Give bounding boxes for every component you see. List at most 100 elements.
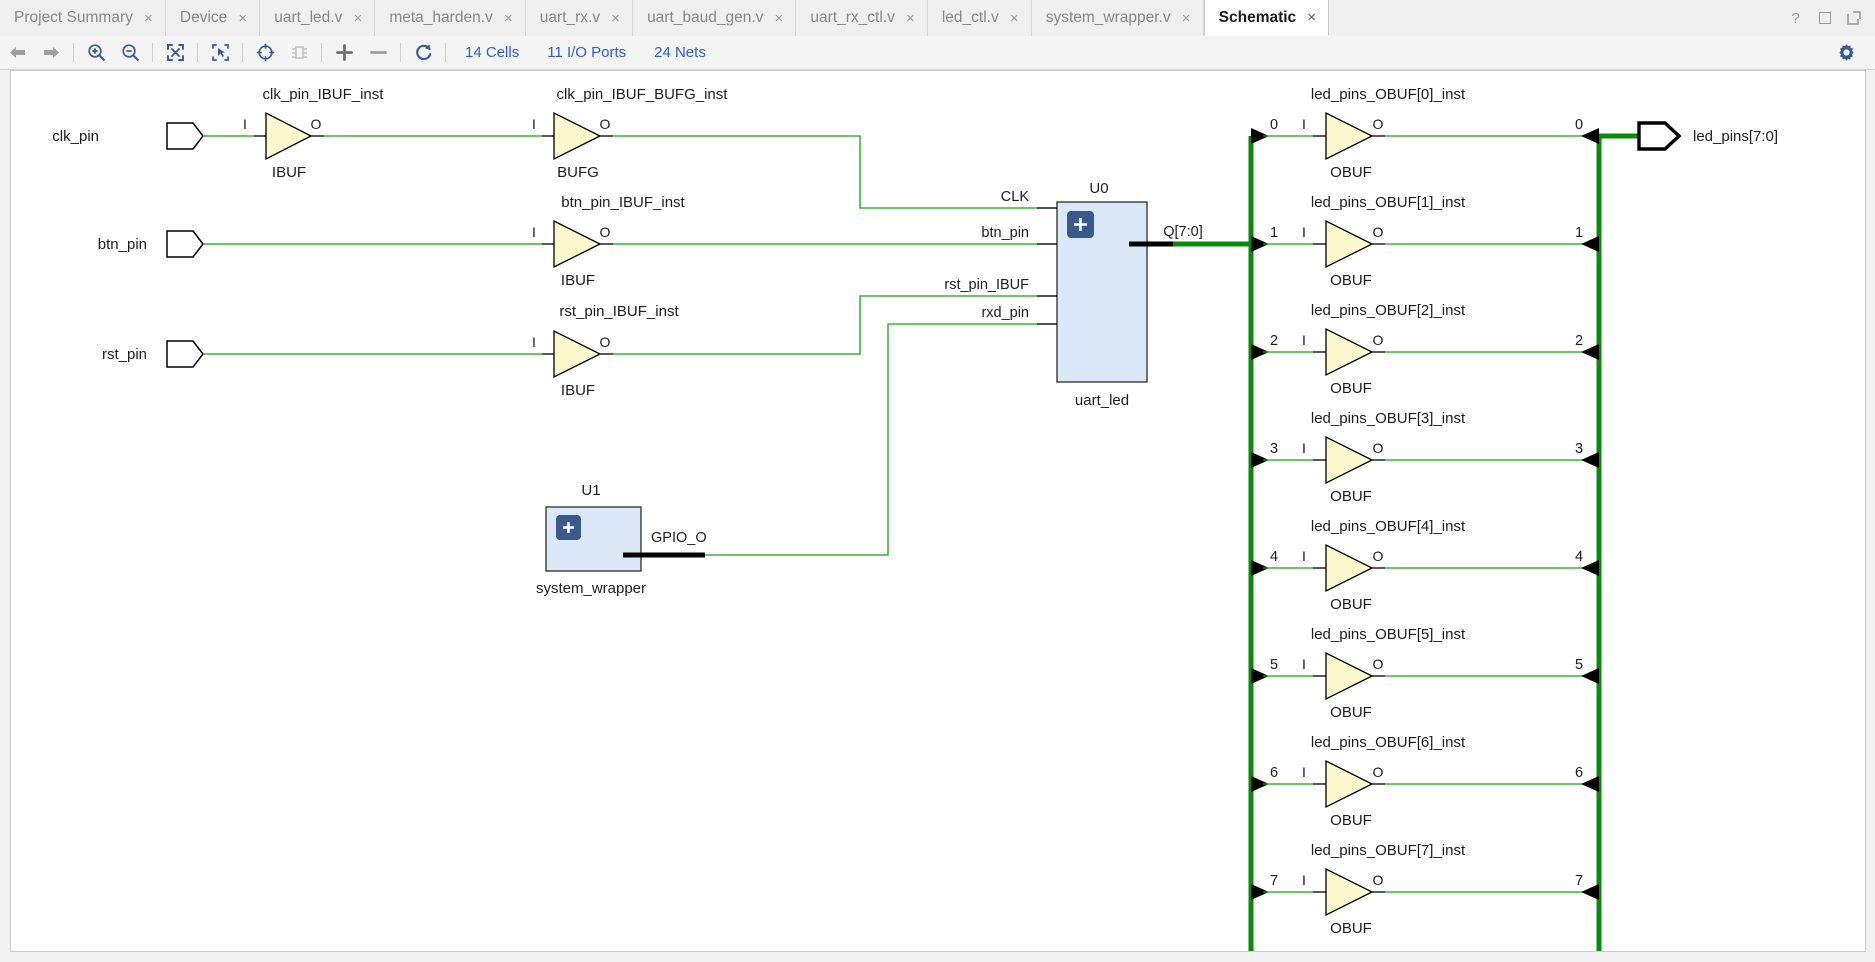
tab-schematic[interactable]: Schematic × bbox=[1203, 0, 1330, 36]
tab-label: Device bbox=[179, 9, 228, 27]
tab-led-ctl-v[interactable]: led_ctl.v × bbox=[927, 0, 1032, 36]
obuf-row-1[interactable]: led_pins_OBUF[1]_inst 1 I O 1 OBUF bbox=[1251, 194, 1599, 289]
auto-fit-icon[interactable] bbox=[250, 40, 280, 66]
maximize-icon[interactable] bbox=[1817, 11, 1832, 26]
bus-index-left: 2 bbox=[1270, 333, 1278, 349]
block-output-pin-q: Q[7:0] bbox=[1163, 224, 1203, 240]
buffer-clk-pin-ibuf-bufg[interactable]: clk_pin_IBUF_BUFG_inst I O BUFG bbox=[532, 86, 728, 181]
obuf-row-4[interactable]: led_pins_OBUF[4]_inst 4 I O 4 OBUF bbox=[1251, 518, 1599, 613]
block-name-label: uart_led bbox=[1075, 392, 1129, 409]
bus-index-left: 3 bbox=[1270, 441, 1278, 457]
obuf-row-2[interactable]: led_pins_OBUF[2]_inst 2 I O 2 OBUF bbox=[1251, 302, 1599, 397]
pin-label-o: O bbox=[1373, 764, 1384, 780]
tab-meta-harden-v[interactable]: meta_harden.v × bbox=[375, 0, 526, 36]
input-port-clk-pin[interactable]: clk_pin bbox=[52, 122, 204, 150]
buffer-clk-pin-ibuf[interactable]: clk_pin_IBUF_inst I O IBUF bbox=[243, 86, 384, 181]
tab-label: led_ctl.v bbox=[941, 9, 999, 27]
tab-uart-rx-v[interactable]: uart_rx.v × bbox=[525, 0, 634, 36]
close-icon[interactable]: × bbox=[238, 9, 248, 27]
pin-label-i: I bbox=[1302, 764, 1306, 780]
close-icon[interactable]: × bbox=[774, 9, 784, 27]
pin-label-i: I bbox=[1302, 224, 1306, 240]
add-cell-icon[interactable] bbox=[329, 40, 359, 66]
pin-label-i: I bbox=[1302, 872, 1306, 888]
block-output-pin-gpio-o: GPIO_O bbox=[651, 530, 707, 546]
expand-cell-icon bbox=[284, 40, 314, 66]
close-icon[interactable]: × bbox=[353, 9, 363, 27]
tab-project-summary[interactable]: Project Summary × bbox=[0, 0, 166, 36]
obuf-row-7[interactable]: led_pins_OBUF[7]_inst 7 I O 7 OBUF bbox=[1251, 842, 1599, 937]
tab-device[interactable]: Device × bbox=[165, 0, 261, 36]
block-name-label: system_wrapper bbox=[536, 580, 646, 597]
toolbar-separator bbox=[73, 43, 74, 62]
schematic-canvas[interactable]: clk_pin clk_pin_IBUF_inst I O IBUF clk_p… bbox=[10, 70, 1866, 952]
port-label: btn_pin bbox=[98, 236, 147, 253]
obuf-row-6[interactable]: led_pins_OBUF[6]_inst 6 I O 6 OBUF bbox=[1251, 734, 1599, 829]
gear-icon[interactable] bbox=[1831, 40, 1861, 66]
buffer-instance-label: rst_pin_IBUF_inst bbox=[559, 303, 679, 320]
buffer-btn-pin-ibuf[interactable]: btn_pin_IBUF_inst I O IBUF bbox=[532, 194, 685, 289]
input-port-rst-pin[interactable]: rst_pin bbox=[102, 340, 204, 368]
pin-label-o: O bbox=[600, 224, 611, 240]
close-icon[interactable]: × bbox=[1009, 9, 1019, 27]
tab-label: meta_harden.v bbox=[389, 9, 493, 27]
port-label: led_pins[7:0] bbox=[1693, 128, 1778, 145]
block-ref-label: U0 bbox=[1089, 180, 1108, 197]
bus-index-right: 3 bbox=[1575, 441, 1583, 457]
cells-count[interactable]: 14 Cells bbox=[465, 44, 520, 61]
bus-index-left: 5 bbox=[1270, 657, 1278, 673]
io-ports-count[interactable]: 11 I/O Ports bbox=[547, 44, 627, 61]
close-icon[interactable]: × bbox=[1307, 9, 1317, 26]
zoom-in-icon[interactable] bbox=[81, 40, 111, 66]
buffer-rst-pin-ibuf[interactable]: rst_pin_IBUF_inst I O IBUF bbox=[532, 303, 679, 399]
close-icon[interactable]: × bbox=[905, 9, 915, 27]
obuf-type-label: OBUF bbox=[1330, 704, 1372, 721]
pin-label-i: I bbox=[532, 224, 536, 240]
toolbar-separator bbox=[152, 43, 153, 62]
tab-label: system_wrapper.v bbox=[1045, 9, 1171, 27]
obuf-instance-label: led_pins_OBUF[2]_inst bbox=[1311, 302, 1466, 319]
pin-label-i: I bbox=[243, 116, 247, 132]
port-label: rst_pin bbox=[102, 346, 147, 363]
tab-uart-led-v[interactable]: uart_led.v × bbox=[260, 0, 376, 36]
toolbar-separator bbox=[321, 43, 322, 62]
status-bar bbox=[0, 952, 1875, 962]
zoom-area-icon[interactable] bbox=[205, 40, 235, 66]
float-icon[interactable] bbox=[1846, 11, 1861, 26]
buffer-type-label: IBUF bbox=[561, 382, 595, 399]
tab-uart-rx-ctl-v[interactable]: uart_rx_ctl.v × bbox=[796, 0, 928, 36]
buffer-type-label: IBUF bbox=[272, 164, 306, 181]
toolbar-separator bbox=[400, 43, 401, 62]
nets-count[interactable]: 24 Nets bbox=[654, 44, 706, 61]
input-port-btn-pin[interactable]: btn_pin bbox=[98, 230, 204, 258]
close-icon[interactable]: × bbox=[503, 9, 513, 27]
obuf-row-5[interactable]: led_pins_OBUF[5]_inst 5 I O 5 OBUF bbox=[1251, 626, 1599, 721]
block-input-pin-clk: CLK bbox=[1001, 189, 1030, 205]
close-icon[interactable]: × bbox=[611, 9, 620, 27]
close-icon[interactable]: × bbox=[1181, 9, 1191, 27]
zoom-fit-icon[interactable] bbox=[160, 40, 190, 66]
tab-uart-baud-gen-v[interactable]: uart_baud_gen.v × bbox=[633, 0, 797, 36]
obuf-row-0[interactable]: led_pins_OBUF[0]_inst 0 I O 0 OBUF bbox=[1251, 86, 1599, 181]
block-input-pin-rxd-pin: rxd_pin bbox=[981, 305, 1029, 321]
obuf-instance-label: led_pins_OBUF[5]_inst bbox=[1311, 626, 1466, 643]
remove-cell-icon[interactable] bbox=[363, 40, 393, 66]
block-u0-uart-led[interactable]: U0 uart_led CLK btn_pin rst_pin_IBUF rxd… bbox=[944, 180, 1202, 409]
pin-label-i: I bbox=[1302, 440, 1306, 456]
tab-label: uart_rx.v bbox=[539, 9, 601, 27]
back-arrow-icon[interactable] bbox=[2, 40, 32, 66]
port-label: clk_pin bbox=[52, 128, 99, 145]
editor-tab-bar: Project Summary × Device × uart_led.v × … bbox=[0, 0, 1875, 37]
zoom-out-icon[interactable] bbox=[115, 40, 145, 66]
tab-label: Project Summary bbox=[14, 9, 133, 27]
close-icon[interactable]: × bbox=[143, 9, 153, 27]
bus-index-left: 6 bbox=[1270, 765, 1278, 781]
tab-system-wrapper-v[interactable]: system_wrapper.v × bbox=[1031, 0, 1204, 36]
regenerate-icon[interactable] bbox=[408, 40, 438, 66]
output-port-led-pins[interactable]: led_pins[7:0] bbox=[1637, 121, 1778, 151]
forward-arrow-icon[interactable] bbox=[36, 40, 66, 66]
help-icon[interactable]: ? bbox=[1791, 9, 1800, 27]
block-u1-system-wrapper[interactable]: U1 system_wrapper GPIO_O bbox=[536, 482, 707, 597]
obuf-row-3[interactable]: led_pins_OBUF[3]_inst 3 I O 3 OBUF bbox=[1251, 410, 1599, 505]
